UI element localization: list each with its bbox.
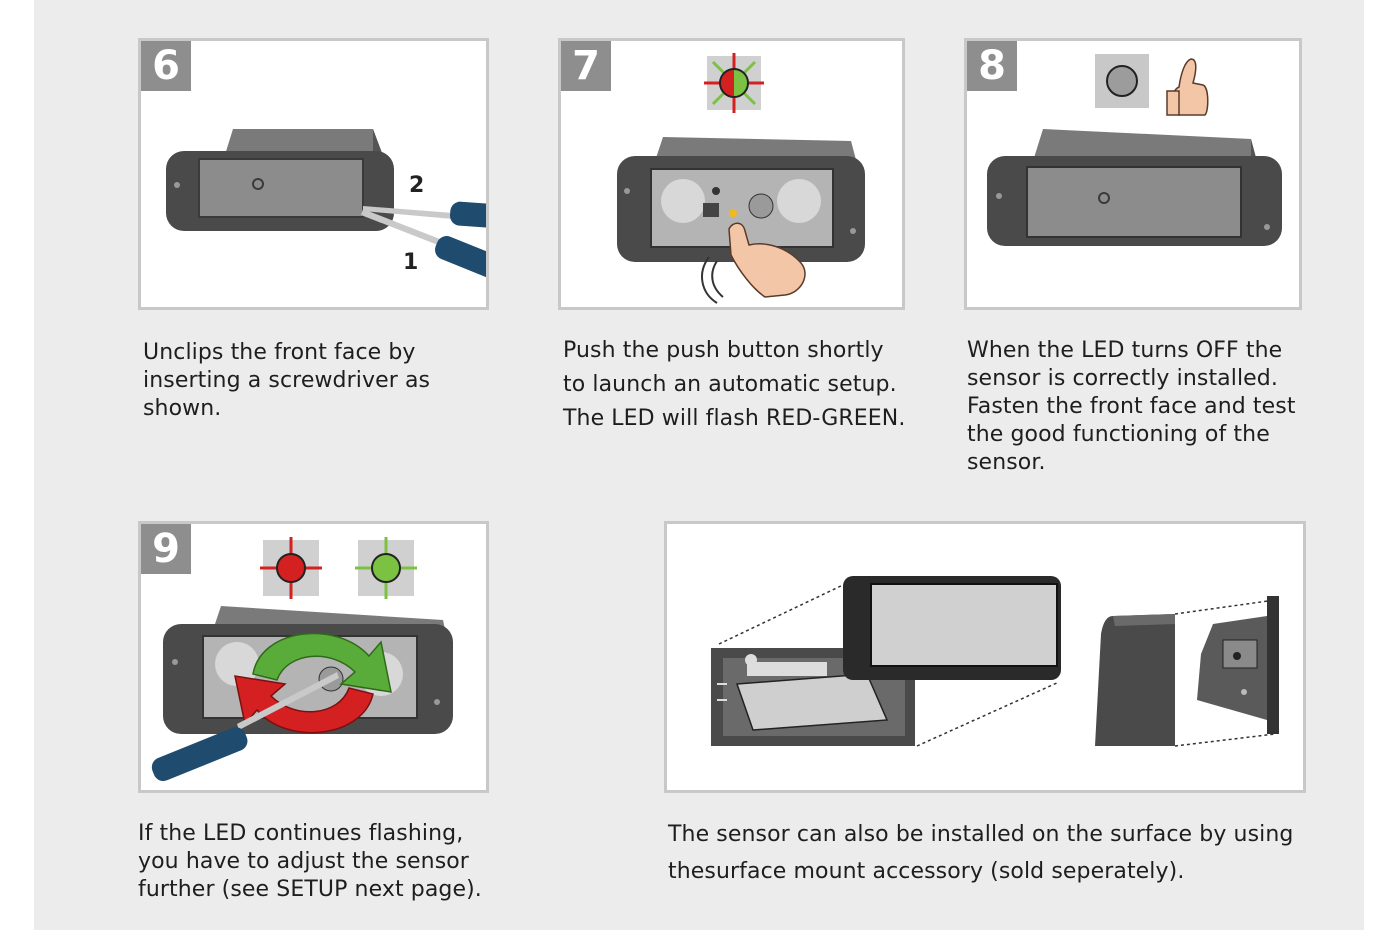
- dotted-guide-lines: [718, 583, 1276, 747]
- step-8-panel: 8: [964, 38, 1302, 310]
- sensor-box: [843, 576, 1061, 680]
- sensor-housing: [166, 129, 394, 231]
- step-6-caption: Unclips the front face by inserting a sc…: [143, 339, 430, 423]
- screwdriver-2: [363, 201, 486, 231]
- surface-mount-caption: The sensor can also be installed on the …: [668, 816, 1293, 890]
- caption-line: the good functioning of the: [967, 422, 1270, 447]
- caption-line: shown.: [143, 396, 222, 421]
- led-flashing-red-green-icon: [704, 53, 764, 113]
- step-9-panel: 9: [138, 521, 489, 793]
- caption-line: you have to adjust the sensor: [138, 849, 469, 874]
- step-6-illustration: 2 1: [166, 129, 486, 288]
- step-number-badge: 9: [141, 524, 191, 574]
- caption-line: Fasten the front face and test: [967, 394, 1296, 419]
- caption-line: sensor.: [967, 450, 1046, 475]
- led-off-icon: [1095, 54, 1149, 108]
- caption-line: Unclips the front face by: [143, 340, 416, 365]
- caption-line: inserting a screwdriver as: [143, 368, 431, 393]
- step-7-caption: Push the push button shortly to launch a…: [563, 334, 905, 436]
- step-9-illustration: [151, 537, 453, 781]
- step-number-badge: 6: [141, 41, 191, 91]
- screwdriver-1: [361, 209, 486, 288]
- caption-line: to launch an automatic setup.: [563, 372, 897, 397]
- step-9-caption: If the LED continues flashing, you have …: [138, 820, 482, 904]
- screwdriver-label-2: 2: [409, 173, 424, 198]
- step-6-panel: 2 1 6: [138, 38, 489, 310]
- step-number-badge: 8: [967, 41, 1017, 91]
- thumbs-up-icon: [1166, 58, 1209, 116]
- step-7-panel: 7: [558, 38, 905, 310]
- surface-mount-illustration: [711, 576, 1279, 747]
- finger-press: [701, 222, 806, 304]
- caption-line: The sensor can also be installed on the …: [668, 822, 1294, 847]
- surface-mount-panel: [664, 521, 1306, 793]
- led-green-icon: [355, 537, 417, 599]
- screwdriver-label-1: 1: [403, 250, 418, 275]
- step-7-illustration: [617, 53, 865, 304]
- sensor-housing-closed: [987, 129, 1282, 246]
- caption-line: The LED will flash RED-GREEN.: [563, 406, 906, 431]
- caption-line: If the LED continues flashing,: [138, 821, 464, 846]
- caption-line: When the LED turns OFF the: [967, 338, 1283, 363]
- screwdriver: [151, 672, 339, 781]
- caption-line: sensor is correctly installed.: [967, 366, 1278, 391]
- caption-line: Push the push button shortly: [563, 338, 884, 363]
- rotate-arrows-icon: [234, 632, 392, 734]
- caption-line: further (see SETUP next page).: [138, 877, 482, 902]
- sensor-housing-open: [617, 137, 865, 262]
- mounted-side-view: [1095, 596, 1279, 746]
- step-8-caption: When the LED turns OFF the sensor is cor…: [967, 337, 1296, 477]
- step-8-illustration: [987, 54, 1282, 246]
- caption-line: thesurface mount accessory (sold seperat…: [668, 859, 1185, 884]
- step-number-badge: 7: [561, 41, 611, 91]
- led-red-icon: [260, 537, 322, 599]
